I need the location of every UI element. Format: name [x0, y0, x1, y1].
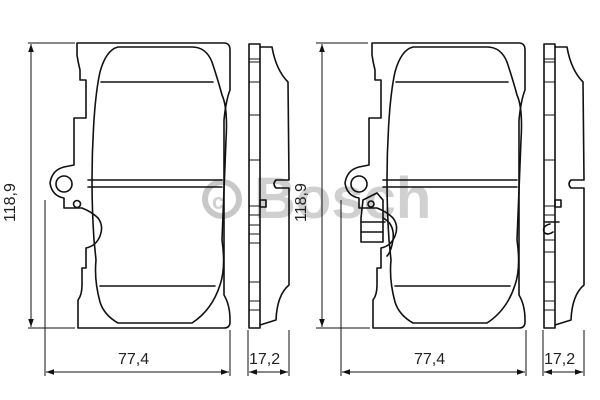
pad-left-side-view — [248, 43, 290, 329]
pad-right-front-view — [344, 42, 526, 329]
pad-right-side-view — [542, 43, 585, 329]
side-tab — [259, 199, 267, 208]
friction-pad-outline — [386, 46, 523, 324]
side-backing-plate — [543, 43, 556, 329]
side-friction-profile — [554, 46, 585, 326]
friction-pad-outline — [91, 46, 228, 324]
mounting-hole-small — [72, 199, 82, 209]
side-sensor-clip — [542, 221, 560, 235]
svg-text:c: c — [212, 189, 224, 214]
pad-right-width-label: 77,4 — [414, 351, 446, 368]
pad-left-dimensions — [28, 42, 290, 376]
pad-left-width-label: 77,4 — [118, 351, 150, 368]
mounting-hole-large — [350, 175, 368, 193]
pad-left-front-view — [49, 42, 231, 329]
pad-left-thickness-label: 17,2 — [249, 351, 281, 368]
mounting-hole-large — [55, 175, 73, 193]
pad-right-thickness-label: 17,2 — [544, 351, 576, 368]
pad-right-height-label: 118,9 — [293, 183, 310, 222]
watermark: c Bosch — [202, 166, 431, 231]
watermark-text: Bosch — [254, 166, 431, 231]
wear-sensor-clip — [360, 192, 395, 257]
side-backing-plate — [248, 43, 261, 329]
side-friction-profile — [259, 46, 290, 326]
pad-left-height-label: 118,9 — [2, 183, 19, 222]
side-shim-lines — [544, 58, 555, 311]
side-tab — [554, 199, 562, 208]
side-shim-lines — [249, 58, 260, 311]
pad-right-dimensions — [316, 42, 585, 376]
